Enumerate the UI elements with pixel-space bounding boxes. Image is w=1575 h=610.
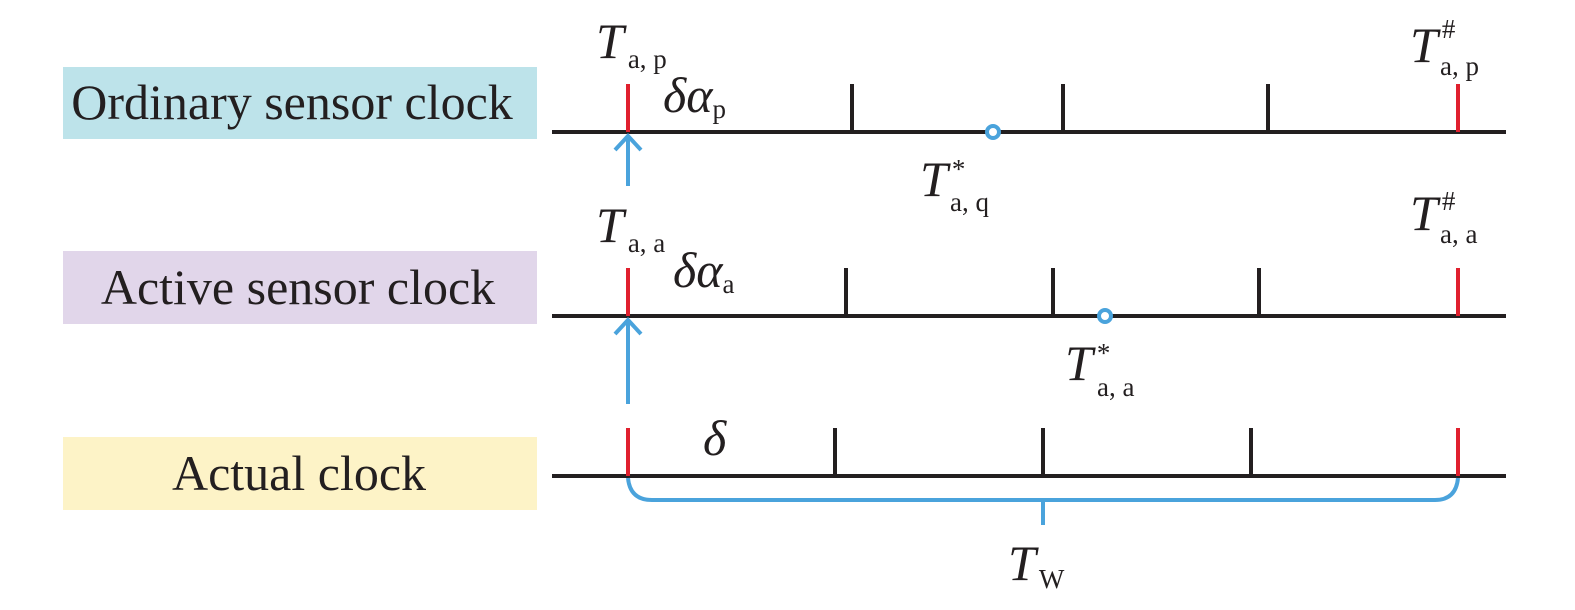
- active-clock-event-marker: [1097, 308, 1113, 324]
- active-clock-interval-label: δαa: [673, 242, 735, 299]
- active-clock-label-bg: [63, 251, 537, 324]
- sync-arrow-actual-to-active: [613, 317, 643, 404]
- ordinary-clock-interval-label: δαp: [663, 67, 726, 124]
- active-clock-end-label: T#a, a: [1410, 185, 1477, 249]
- active-clock-event-label: T*a, a: [1065, 335, 1134, 402]
- ordinary-clock-event-marker: [985, 124, 1001, 140]
- ordinary-clock-label-bg: [63, 67, 537, 139]
- ordinary-clock-end-label: T#a, p: [1410, 14, 1479, 81]
- window-brace: [626, 477, 1460, 525]
- ordinary-clock-event-label: T*a, q: [920, 151, 989, 217]
- ordinary-clock-label: Ordinary sensor clock: [71, 74, 513, 130]
- actual-clock-label: Actual clock: [172, 445, 426, 501]
- actual-clock-interval-label: δ: [703, 410, 727, 466]
- sync-arrow-active-to-ordinary: [613, 133, 643, 186]
- actual-clock-label-bg: [63, 437, 537, 510]
- active-clock-label: Active sensor clock: [101, 259, 495, 315]
